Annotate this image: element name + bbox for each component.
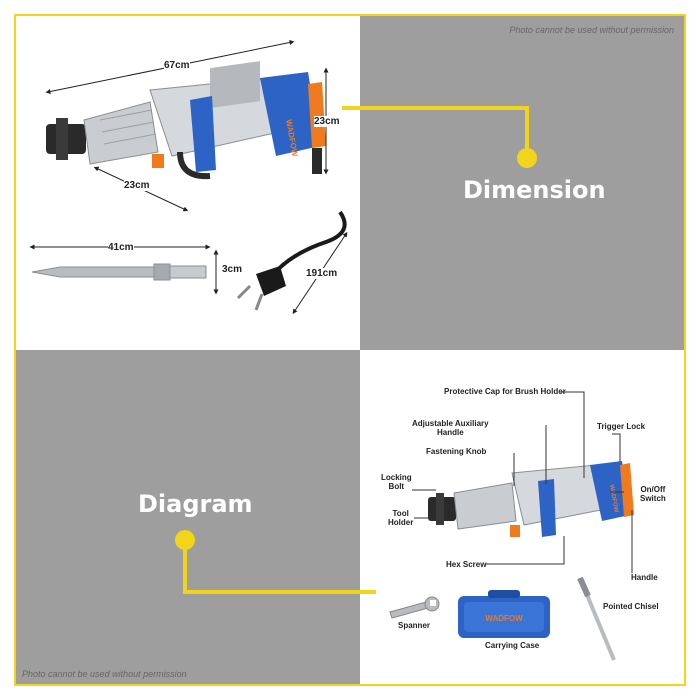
height-dimension: 23cm — [314, 116, 340, 127]
callout-protective-cap: Protective Cap for Brush Holder — [444, 387, 566, 396]
outer-frame — [14, 14, 686, 686]
callout-tool-holder-line2: Holder — [388, 517, 414, 527]
callout-locking-bolt: Locking Bolt — [381, 473, 412, 492]
callout-on-off-line2: Switch — [640, 493, 666, 503]
power-cord-image — [236, 210, 347, 311]
watermark-top: Photo cannot be used without permission — [509, 25, 674, 35]
callout-pointed-chisel: Pointed Chisel — [603, 602, 659, 611]
callout-hex-screw: Hex Screw — [446, 560, 487, 569]
callout-spanner: Spanner — [398, 621, 431, 630]
chisel-width-dimension: 3cm — [222, 264, 243, 275]
callout-auxiliary-handle: Adjustable Auxiliary Handle — [412, 419, 489, 438]
cord-length-dimension: 191cm — [306, 268, 338, 279]
callout-on-off-switch: On/Off Switch — [640, 485, 666, 504]
callout-on-off-line1: On/Off — [640, 485, 666, 494]
callout-tool-holder: Tool Holder — [388, 509, 414, 528]
callout-auxiliary-handle-line1: Adjustable Auxiliary — [412, 419, 489, 428]
length-dimension: 67cm — [164, 60, 190, 71]
brand-mark-bottom: WADFOW — [608, 484, 619, 513]
diagram-label-panel — [16, 350, 360, 684]
diagram-hammer-image: WADFOW — [428, 461, 634, 537]
case-brand-mark: WADFOW — [485, 614, 523, 623]
callout-locking-bolt-line1: Locking — [381, 473, 412, 482]
chisel-length-dimension: 41cm — [108, 242, 134, 253]
watermark-bottom: Photo cannot be used without permission — [22, 669, 187, 679]
callout-handle: Handle — [631, 573, 658, 582]
callout-tool-holder-line1: Tool — [392, 509, 409, 518]
depth-dimension: 23cm — [124, 180, 150, 191]
pointed-chisel-image — [577, 576, 616, 661]
callout-trigger-lock: Trigger Lock — [597, 422, 646, 431]
spanner-image — [389, 596, 440, 619]
callout-fastening-knob: Fastening Knob — [426, 447, 487, 456]
diagram-heading: Diagram — [138, 490, 253, 518]
callout-auxiliary-handle-line2: Handle — [436, 427, 464, 437]
dimension-heading: Dimension — [463, 176, 606, 204]
dimension-label-panel — [360, 16, 684, 350]
carrying-case-image: WADFOW — [458, 590, 550, 638]
callout-locking-bolt-line2: Bolt — [388, 481, 405, 491]
callout-carrying-case: Carrying Case — [485, 641, 540, 650]
chisel-image — [31, 263, 207, 281]
